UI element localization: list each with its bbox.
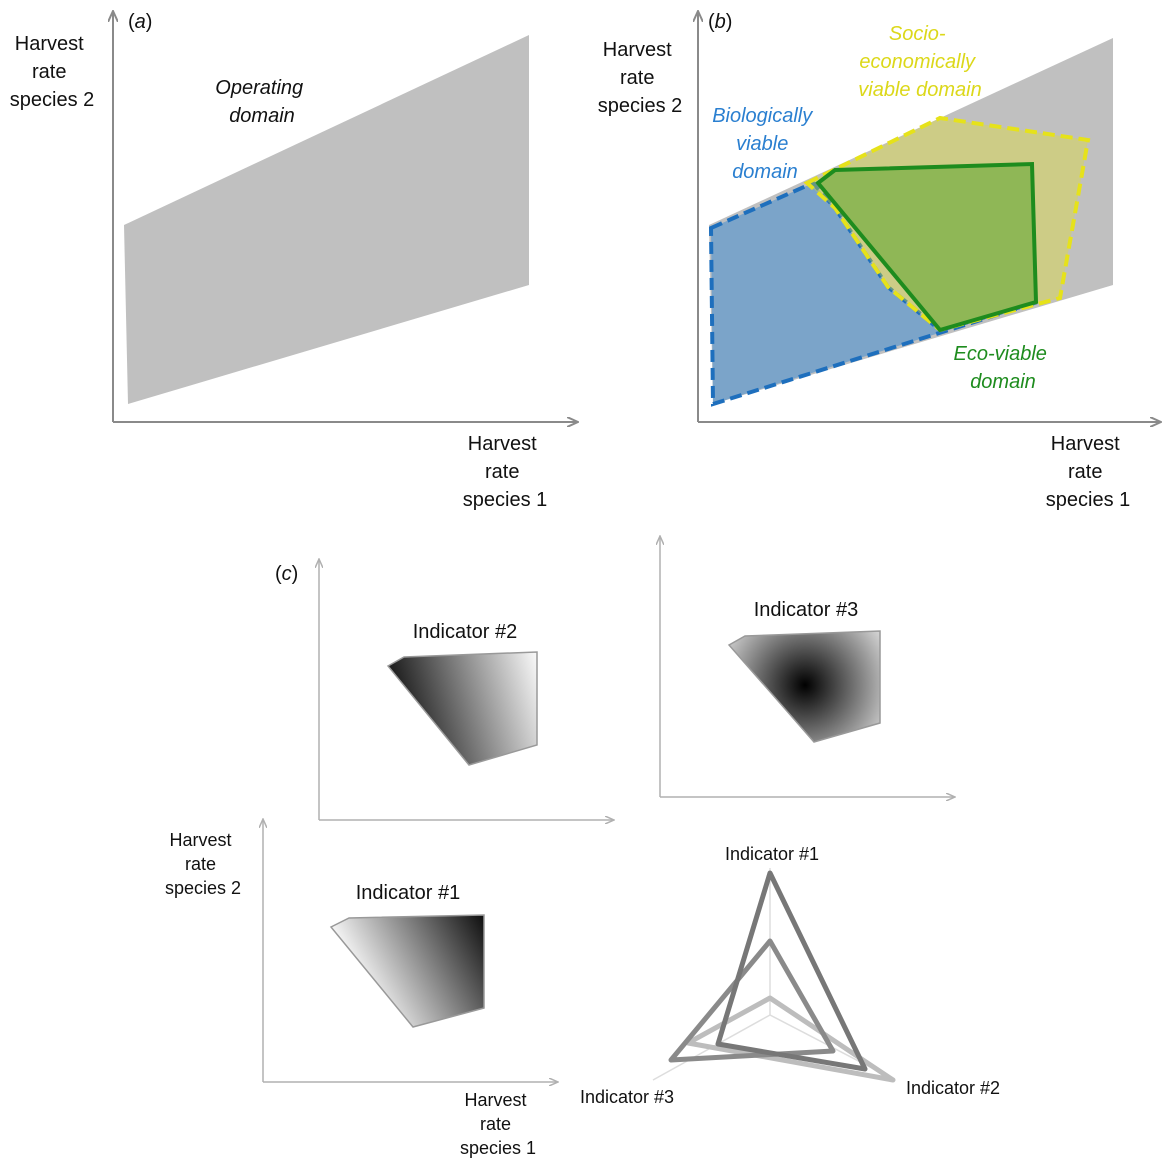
indicator-3-eco-viable-region (727, 630, 881, 743)
indicator-1-plot: Indicator #1 Harvest rate species 2 Harv… (165, 820, 557, 1158)
panel-c: (c) Indicator #2 Indicator #3 Indicator … (165, 537, 1000, 1158)
indicator-2-plot: Indicator #2 (319, 560, 613, 820)
panel-a-tag: (a) (128, 11, 152, 33)
radar-series-medium (668, 938, 836, 1063)
operating-domain-region (124, 35, 529, 404)
eco-viable-label: Eco-viable domain (954, 343, 1053, 393)
radar-series-light (685, 995, 896, 1083)
panel-c-y-axis-label: Harvest rate species 2 (165, 830, 241, 898)
biologically-viable-label: Biologically viable domain (712, 105, 818, 183)
radar-label-indicator-1: Indicator #1 (725, 844, 819, 864)
radar-label-indicator-3: Indicator #3 (580, 1087, 674, 1107)
indicator-3-plot: Indicator #3 (660, 537, 954, 797)
panel-a-x-axis-label: Harvest rate species 1 (463, 433, 548, 511)
radar-series-dark (715, 870, 868, 1072)
indicator-3-title: Indicator #3 (754, 599, 859, 621)
indicator-1-eco-viable-region (329, 914, 485, 1028)
indicator-1-title: Indicator #1 (356, 882, 461, 904)
panel-b: (b) Harvest rate species 2 Harvest rate … (598, 11, 1160, 511)
panel-a-y-axis-label: Harvest rate species 2 (10, 33, 95, 111)
indicator-2-title: Indicator #2 (413, 621, 518, 643)
operating-domain-label: Operating domain (215, 77, 308, 127)
eco-viable-region (815, 161, 1039, 333)
panel-b-x-axis-label: Harvest rate species 1 (1046, 433, 1131, 511)
panel-a: (a) Harvest rate species 2 Harvest rate … (10, 11, 577, 511)
radar-label-indicator-2: Indicator #2 (906, 1078, 1000, 1098)
panel-b-y-axis-label: Harvest rate species 2 (598, 39, 683, 117)
panel-b-tag: (b) (708, 11, 732, 33)
panel-c-tag: (c) (275, 563, 298, 585)
panel-c-x-axis-label: Harvest rate species 1 (460, 1090, 536, 1158)
radar-chart: Indicator #1 Indicator #2 Indicator #3 (580, 844, 1000, 1107)
socio-economic-viable-label: Socio- economically viable domain (858, 23, 981, 101)
indicator-2-eco-viable-region (386, 651, 538, 766)
